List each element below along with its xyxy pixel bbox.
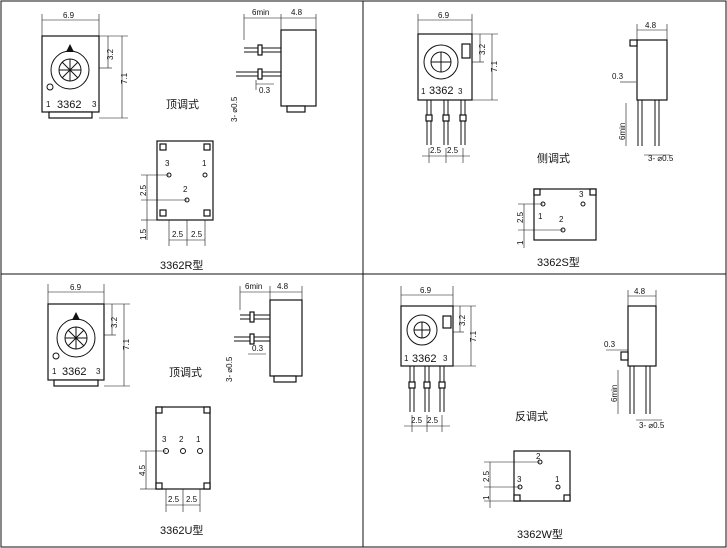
mount-type-label: 顶调式 bbox=[169, 366, 202, 379]
part-number: 3362 bbox=[57, 99, 81, 111]
pin-label-3: 3 bbox=[162, 435, 167, 444]
part-number: 3362 bbox=[62, 366, 86, 378]
adjust-rotor bbox=[406, 314, 438, 346]
dim-top: 3.2 bbox=[458, 314, 467, 326]
side-view: 6min 4.8 0.3 3- ⌀0.5 bbox=[225, 282, 303, 383]
dim-width: 6.9 bbox=[438, 11, 450, 20]
dim-lead-length: 6min bbox=[245, 282, 262, 291]
side-view: 6min 4.8 0.3 3- ⌀0.5 bbox=[230, 8, 317, 122]
front-view: 6.9 1 3 3362 3.2 7.1 bbox=[41, 11, 129, 119]
pin-label-1: 1 bbox=[538, 212, 543, 221]
pin-dim-y: 2.5 bbox=[516, 211, 525, 223]
dim-lead-length: 6min bbox=[618, 123, 627, 140]
front-view: 6.9 1 3 3362 2.5 2.5 3.2 7.1 bbox=[400, 286, 478, 432]
pin-dim-x2: 2.5 bbox=[186, 495, 198, 504]
dim-lead-dia: 3- ⌀0.5 bbox=[648, 154, 674, 163]
dim-offset: 0.3 bbox=[252, 344, 264, 353]
side-view: 4.8 0.3 6min 3- ⌀0.5 bbox=[604, 287, 665, 430]
pin-dim-x1: 2.5 bbox=[430, 146, 442, 155]
mount-type-label: 反调式 bbox=[515, 410, 548, 423]
dim-top: 3.2 bbox=[110, 316, 119, 328]
svg-text:1: 1 bbox=[46, 100, 51, 109]
pin-dim-y: 2.5 bbox=[482, 470, 491, 482]
pin-dim-y2: 1.5 bbox=[139, 228, 148, 240]
dim-width: 6.9 bbox=[420, 286, 432, 295]
front-view: 6.9 1 3 3362 3.2 7.1 bbox=[47, 283, 131, 387]
mount-type-label: 顶调式 bbox=[166, 98, 199, 111]
front-view: 6.9 1 3 3362 2.5 2.5 3.2 7.1 bbox=[417, 11, 499, 163]
svg-text:1: 1 bbox=[404, 354, 409, 363]
pin-label-2: 2 bbox=[183, 185, 188, 194]
pin-label-2: 2 bbox=[536, 452, 541, 461]
pin-dim-x1: 2.5 bbox=[172, 230, 184, 239]
panel-3362u: 6.9 1 3 3362 3.2 7.1 6min 4.8 bbox=[47, 282, 303, 537]
pin-dim-x2: 2.5 bbox=[191, 230, 203, 239]
dim-depth: 4.8 bbox=[291, 8, 303, 17]
side-view: 4.8 0.3 6min 3- ⌀0.5 bbox=[612, 21, 674, 163]
pin-dim-x1: 2.5 bbox=[411, 416, 423, 425]
dim-lead-dia: 3- ⌀0.5 bbox=[639, 421, 665, 430]
dim-depth: 4.8 bbox=[277, 282, 289, 291]
adjust-rotor bbox=[423, 44, 459, 80]
pin-dim-x2: 2.5 bbox=[427, 416, 439, 425]
pin-label-1: 1 bbox=[202, 159, 207, 168]
pin-label-1: 1 bbox=[196, 435, 201, 444]
pin-layout: 2 3 1 2.5 1 bbox=[482, 450, 571, 508]
pin-dim-y2: 1 bbox=[482, 495, 491, 500]
dim-lead-dia: 3- ⌀0.5 bbox=[225, 356, 234, 382]
mount-type-label: 侧调式 bbox=[537, 152, 570, 165]
dim-depth: 4.8 bbox=[645, 21, 657, 30]
model-title: 3362S型 bbox=[537, 255, 580, 269]
pin-dim-x1: 2.5 bbox=[168, 495, 180, 504]
dim-width: 6.9 bbox=[70, 283, 82, 292]
svg-text:1: 1 bbox=[421, 87, 426, 96]
pin-label-1: 1 bbox=[555, 475, 560, 484]
model-title: 3362R型 bbox=[160, 258, 203, 272]
dim-top: 3.2 bbox=[478, 43, 487, 55]
panel-3362s: 6.9 1 3 3362 2.5 2.5 3.2 7.1 4.8 bbox=[417, 11, 674, 269]
dim-height: 7.1 bbox=[120, 72, 129, 84]
pin-dim-y2: 1 bbox=[516, 240, 525, 245]
pin-dim-y: 2.5 bbox=[139, 184, 148, 196]
dim-height: 7.1 bbox=[469, 330, 478, 342]
pin-label-3: 3 bbox=[517, 475, 522, 484]
part-number: 3362 bbox=[412, 353, 436, 365]
dim-lead-dia: 3- ⌀0.5 bbox=[230, 96, 239, 122]
panel-3362w: 6.9 1 3 3362 2.5 2.5 3.2 7.1 4.8 bbox=[400, 286, 665, 541]
pin-layout: 3 2 1 2.5 1.5 2.5 2.5 bbox=[139, 140, 214, 246]
dim-lead-length: 6min bbox=[610, 385, 619, 402]
pin-layout: 3 2 1 2.5 1 bbox=[516, 188, 597, 248]
svg-text:3: 3 bbox=[458, 87, 463, 96]
dim-depth: 4.8 bbox=[634, 287, 646, 296]
dim-height: 7.1 bbox=[122, 338, 131, 350]
svg-text:3: 3 bbox=[96, 367, 101, 376]
dim-width: 6.9 bbox=[63, 11, 75, 20]
dim-offset: 0.3 bbox=[259, 86, 271, 95]
svg-text:3: 3 bbox=[92, 100, 97, 109]
pin-label-3: 3 bbox=[579, 190, 584, 199]
dim-top: 3.2 bbox=[106, 48, 115, 60]
model-title: 3362W型 bbox=[517, 527, 563, 541]
pin-label-2: 2 bbox=[179, 435, 184, 444]
pin-dim-y: 4.5 bbox=[138, 464, 147, 476]
dim-lead-length: 6min bbox=[252, 8, 269, 17]
svg-text:1: 1 bbox=[52, 367, 57, 376]
dim-offset: 0.3 bbox=[612, 72, 624, 81]
svg-text:3: 3 bbox=[443, 354, 448, 363]
pin-label-3: 3 bbox=[165, 159, 170, 168]
model-title: 3362U型 bbox=[160, 523, 203, 537]
part-number: 3362 bbox=[429, 85, 453, 97]
pin-dim-x2: 2.5 bbox=[447, 146, 459, 155]
dim-height: 7.1 bbox=[490, 60, 499, 72]
pin-layout: 3 2 1 4.5 2.5 2.5 bbox=[138, 406, 211, 512]
panel-3362r: 6.9 1 3 3362 3.2 7.1 6min 4.8 bbox=[41, 8, 317, 272]
pin-label-2: 2 bbox=[559, 215, 564, 224]
dim-offset: 0.3 bbox=[604, 340, 616, 349]
